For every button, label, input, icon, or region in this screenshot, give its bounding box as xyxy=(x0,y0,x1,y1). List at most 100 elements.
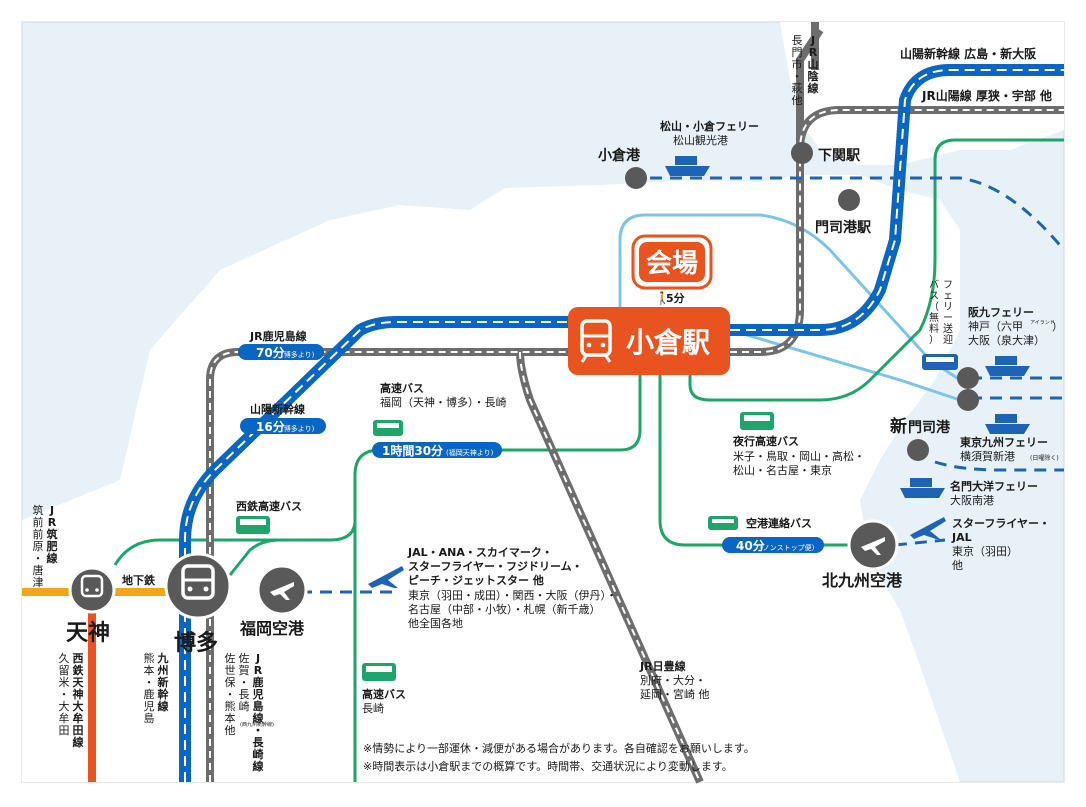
kyushu-shinkansen-dest-char: 児 xyxy=(144,700,155,713)
kyushu-shinkansen-dest-char: 本 xyxy=(144,663,155,677)
tokyo-kyushu-ferry: 東京九州フェリー xyxy=(960,435,1048,449)
ferry-shuttle-label-char: 送 xyxy=(943,322,953,335)
hakata-label: 博多 xyxy=(174,630,218,656)
nishitetsu-line-label-char: 西 xyxy=(73,652,84,665)
jr-sanin-dest-char: 門 xyxy=(792,46,803,59)
fuk-air-line5: 名古屋（中部・小牧）・札幌（新千歳） xyxy=(408,602,601,616)
sea-routes xyxy=(300,176,1066,594)
svg-text:1時間30分: 1時間30分 xyxy=(382,443,443,458)
highway-bus-time-badge: 1時間30分 (福岡天神より) xyxy=(372,442,502,458)
nishitetsu-dest-char: 田 xyxy=(59,724,70,737)
hakata-station[interactable] xyxy=(164,552,232,620)
matsuyama-port: 松山観光港 xyxy=(673,133,728,147)
jr-nippo-dest1: 別府・大分・ xyxy=(640,673,706,687)
vertical-labels: JR山陰線長門市・萩他フェリー送迎バス（無料）JR筑肥線筑前前原・唐津西鉄天神大… xyxy=(33,34,954,773)
jr-nippo-dest2: 延岡・宮崎 他 xyxy=(640,687,710,701)
station-dots xyxy=(625,142,979,461)
venue-label: 会場 xyxy=(646,249,698,279)
sanyo-shinkansen: 山陽新幹線 xyxy=(250,402,305,416)
jr-kn-dest2-char: 他 xyxy=(225,724,236,737)
tokyo-kyushu-note: (日曜除く) xyxy=(1030,454,1059,462)
tenjin-label: 天神 xyxy=(66,620,110,646)
nishitetsu-dest-char: 久 xyxy=(59,652,70,665)
hankyu-ferry: 阪九フェリー xyxy=(968,305,1034,319)
kyushu-shinkansen-label-char: 線 xyxy=(158,699,169,713)
kyushu-shinkansen-dest-char: 鹿 xyxy=(144,687,155,701)
hankyu-dest1b: ） xyxy=(1052,320,1063,333)
meimon-ferry: 名門大洋フェリー xyxy=(950,479,1038,493)
jr-chikuhi-dest-char: 津 xyxy=(33,576,44,589)
svg-text:(博多より): (博多より) xyxy=(281,350,315,359)
night-bus: 夜行高速バス xyxy=(732,434,799,448)
shinkansen-lines xyxy=(179,64,1064,782)
ferry-shuttle-label-char: リ xyxy=(943,302,953,313)
jr-kn-dest2-char: 世 xyxy=(225,664,236,677)
jr-chikuhi-line-char: J xyxy=(49,504,54,517)
jr-sanin-dest-char: 市 xyxy=(792,57,803,71)
kita-air-dest2: 他 xyxy=(952,559,963,572)
kita-air-dest1: 東京（羽田） xyxy=(952,544,1018,558)
ferry-shuttle-label-char: ー xyxy=(943,313,953,324)
kyushu-shinkansen-dest-char: 熊 xyxy=(144,651,155,665)
jr-sanyo-line: JR山陽線 厚狭・宇部 他 xyxy=(921,88,1052,103)
highway-bus: 高速バス xyxy=(380,381,424,395)
subway-label: 地下鉄 xyxy=(122,573,156,587)
nishitetsu-line-label-char: 田 xyxy=(73,724,84,737)
ferry-shuttle-label-2-char: バ xyxy=(929,279,939,291)
nishitetsu-dest-char: ・ xyxy=(59,688,70,701)
kyushu-shinkansen-label-char: 幹 xyxy=(158,687,169,701)
svg-text:16分: 16分 xyxy=(256,419,285,434)
jr-chikuhi-dest-char: 前 xyxy=(33,515,44,529)
kokura-label: 小倉駅 xyxy=(626,326,710,359)
kyushu-shinkansen-dest-char: 島 xyxy=(144,711,155,725)
svg-text:(ノンストップ便): (ノンストップ便) xyxy=(760,543,815,552)
jr-sanin-line-char: 線 xyxy=(808,81,819,95)
jr-chikuhi-line-char: 線 xyxy=(47,551,58,565)
kyushu-shinkansen-label-char: 新 xyxy=(158,675,169,689)
nishitetsu-dest-char: 大 xyxy=(59,699,70,713)
nishitetsu-dest-char: 留 xyxy=(59,664,70,677)
sanyo-shinkansen-time-badge: 16分 (博多より) xyxy=(240,418,326,434)
hankyu-dest2: 大阪（泉大津） xyxy=(968,333,1045,347)
jal-label: JAL xyxy=(951,531,972,544)
shinmoji-new: 新 xyxy=(890,416,907,437)
svg-text:(福岡天神より): (福岡天神より) xyxy=(446,448,494,457)
venue-badge[interactable]: 会場 xyxy=(631,234,713,290)
matsuyama-ferry: 松山・小倉フェリー xyxy=(660,119,759,133)
fuk-air-line3: ピーチ・ジェットスター 他 xyxy=(408,573,544,587)
mojiko-station: 門司港駅 xyxy=(815,219,872,236)
night-bus-dest1: 米子・鳥取・岡山・高松・ xyxy=(733,449,865,463)
fuk-air-line1: JAL・ANA・スカイマーク・ xyxy=(407,546,553,559)
jr-kn-line-char: 線 xyxy=(253,759,264,773)
jr-kn-dest2-char: 熊 xyxy=(225,699,236,713)
jr-chikuhi-line-char: 肥 xyxy=(47,540,58,553)
kokura-station[interactable]: 小倉駅 xyxy=(568,307,730,375)
jr-sanin-dest-char: ・ xyxy=(792,70,803,83)
nishitetsu-line-label-char: 神 xyxy=(73,687,84,701)
ferry-shuttle-label-2-char: 料 xyxy=(929,322,939,335)
fukuoka-airport[interactable] xyxy=(256,564,308,616)
jr-kn-line-char: 児 xyxy=(252,687,264,701)
jr-sanin-dest-char: 長 xyxy=(792,34,803,47)
svg-text:40分: 40分 xyxy=(736,538,765,553)
jr-kn-dest1-note: (西九州新幹線) xyxy=(240,721,274,728)
shinmoji-port: 門司港 xyxy=(908,419,951,436)
jr-kn-line-char: R xyxy=(254,664,263,677)
jr-kagoshima-line: JR鹿児島線 xyxy=(249,329,307,343)
jr-lines xyxy=(206,22,1064,784)
fuk-air-line2: スターフライヤー・フジドリーム・ xyxy=(408,560,583,573)
tenjin-station[interactable] xyxy=(68,566,116,614)
nishitetsu-bus: 西鉄高速バス xyxy=(236,499,302,513)
ferry-shuttle-label-2-char: ） xyxy=(929,334,939,346)
night-bus-dest2: 松山・名古屋・東京 xyxy=(733,463,832,477)
jr-kn-line-char: J xyxy=(255,652,260,665)
ferry-shuttle-label-char: 迎 xyxy=(943,334,953,346)
kitakyushu-airport[interactable] xyxy=(847,519,899,571)
svg-text:(博多より): (博多より) xyxy=(281,424,315,433)
nagasaki-bus: 高速バス xyxy=(362,687,406,701)
jr-nippo: JR日豊線 xyxy=(639,659,686,673)
jr-kn-line-char: 鹿 xyxy=(253,675,264,689)
jr-chikuhi-dest-char: 原 xyxy=(33,540,44,553)
nishitetsu-line-label-char: 天 xyxy=(73,676,85,689)
